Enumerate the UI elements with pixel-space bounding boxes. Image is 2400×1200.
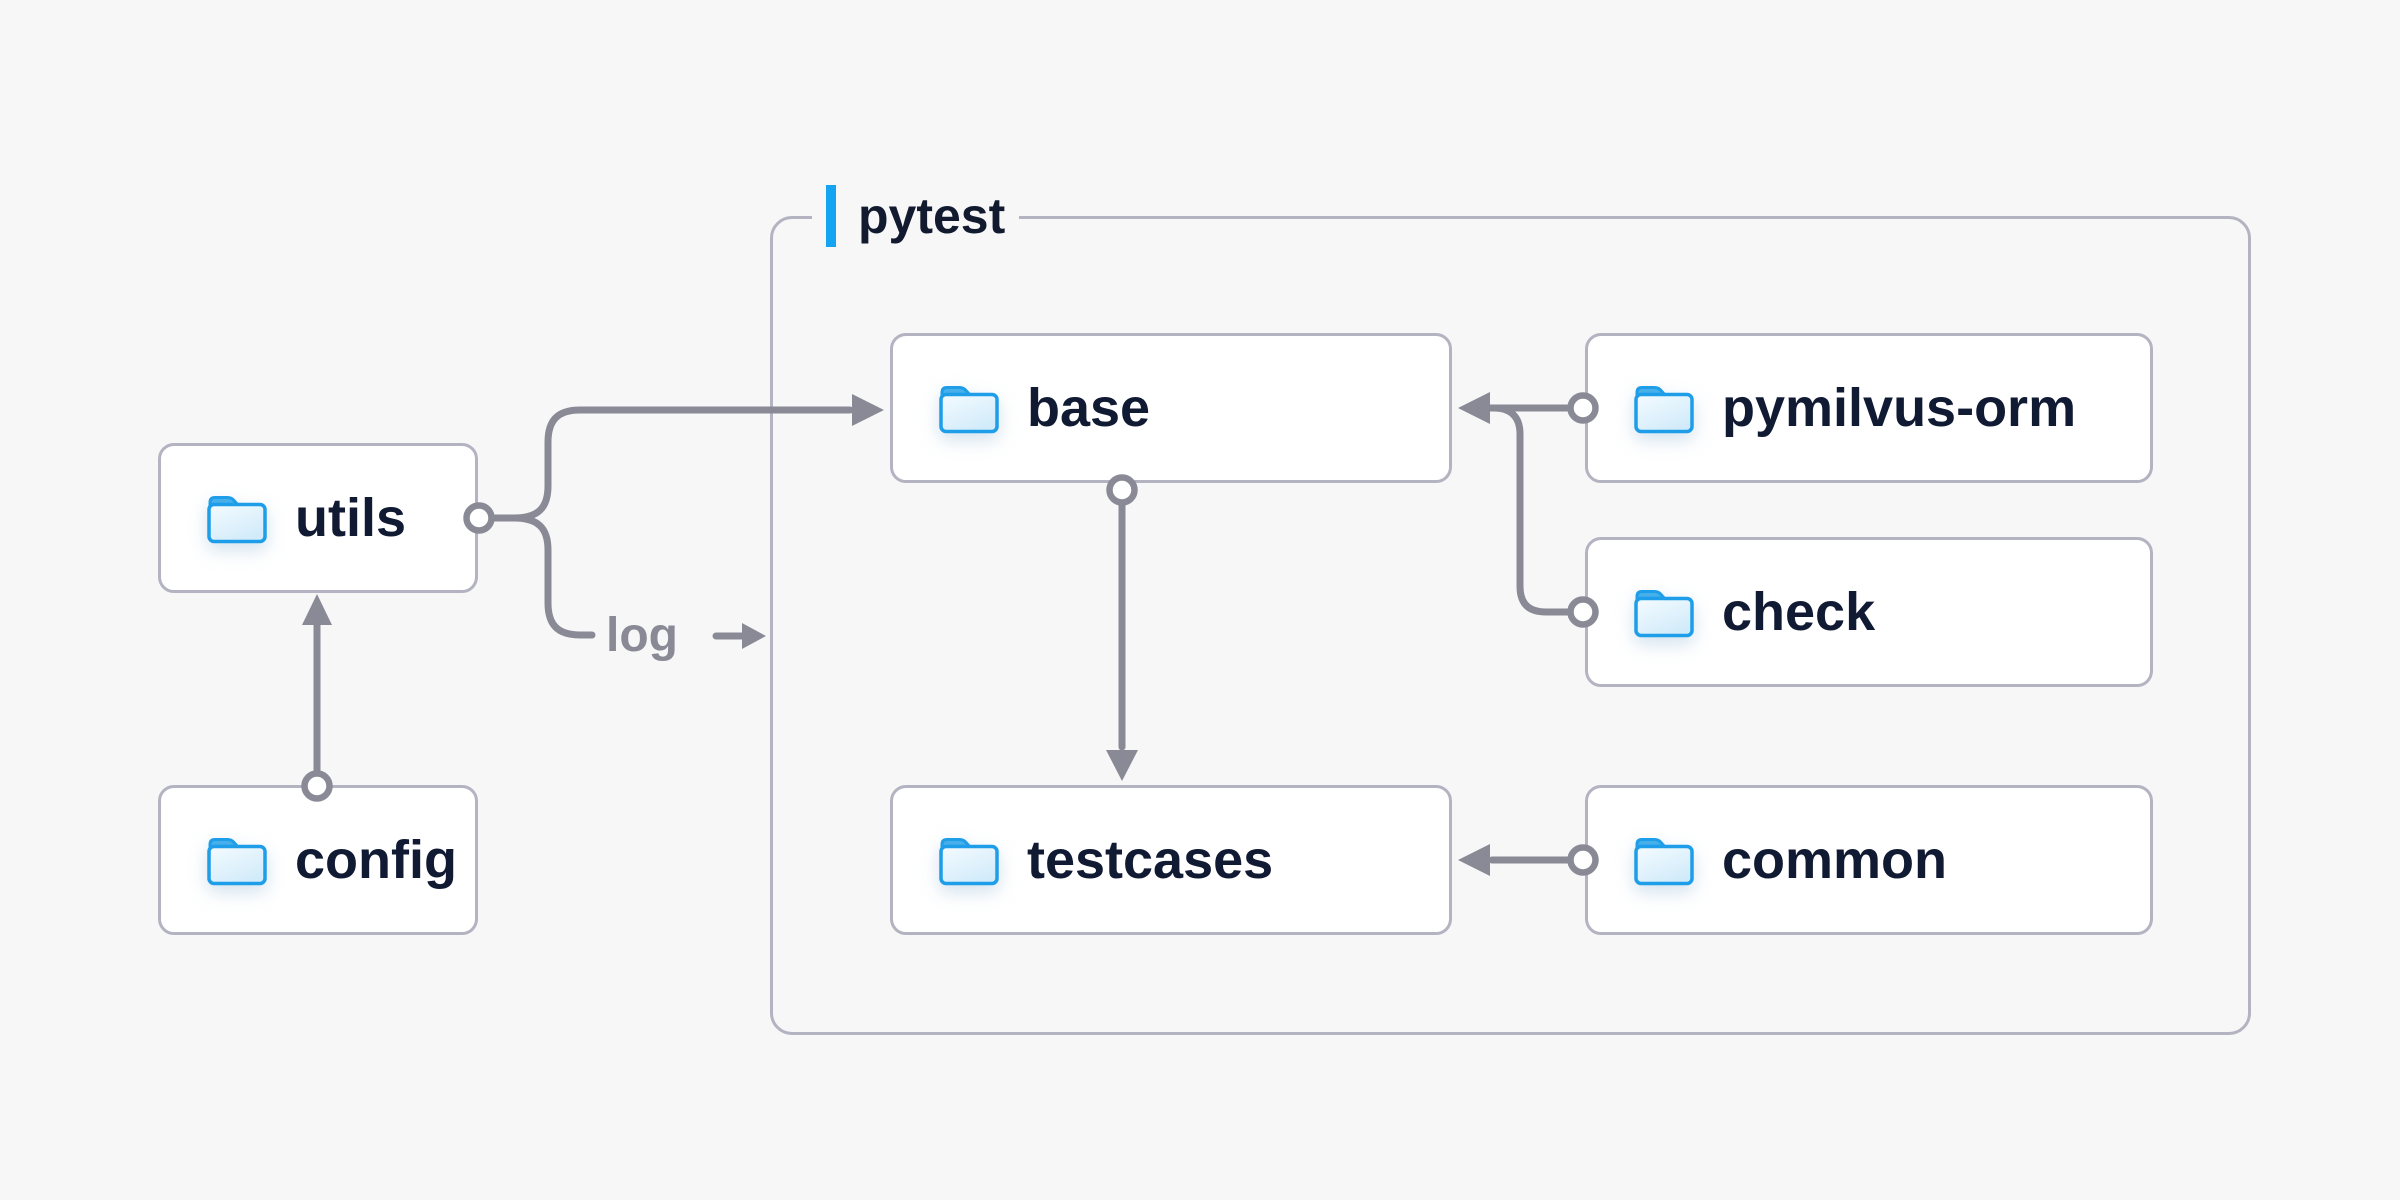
node-pymilvus-orm: pymilvus-orm xyxy=(1585,333,2153,483)
node-label: common xyxy=(1722,830,1948,890)
node-common: common xyxy=(1585,785,2153,935)
folder-icon xyxy=(937,381,1001,435)
folder-icon xyxy=(1632,833,1696,887)
node-label: config xyxy=(295,830,457,890)
node-label: check xyxy=(1722,582,1876,642)
folder-icon xyxy=(1632,585,1696,639)
node-utils: utils xyxy=(158,443,478,593)
pytest-group-box xyxy=(770,216,2251,1035)
edge-config-utils xyxy=(301,594,333,802)
edge-utils-log: log xyxy=(510,514,766,662)
node-testcases: testcases xyxy=(890,785,1452,935)
folder-icon xyxy=(937,833,1001,887)
node-base: base xyxy=(890,333,1452,483)
node-label: testcases xyxy=(1027,830,1274,890)
folder-icon xyxy=(1632,381,1696,435)
edge-label-log: log xyxy=(606,609,678,662)
pytest-group-label: pytest xyxy=(812,184,1020,248)
folder-icon xyxy=(205,833,269,887)
node-check: check xyxy=(1585,537,2153,687)
node-label: pymilvus-orm xyxy=(1722,378,2077,438)
node-config: config xyxy=(158,785,478,935)
node-label: utils xyxy=(295,488,407,548)
accent-bar xyxy=(826,185,836,247)
node-label: base xyxy=(1027,378,1151,438)
folder-icon xyxy=(205,491,269,545)
group-title: pytest xyxy=(858,188,1006,244)
